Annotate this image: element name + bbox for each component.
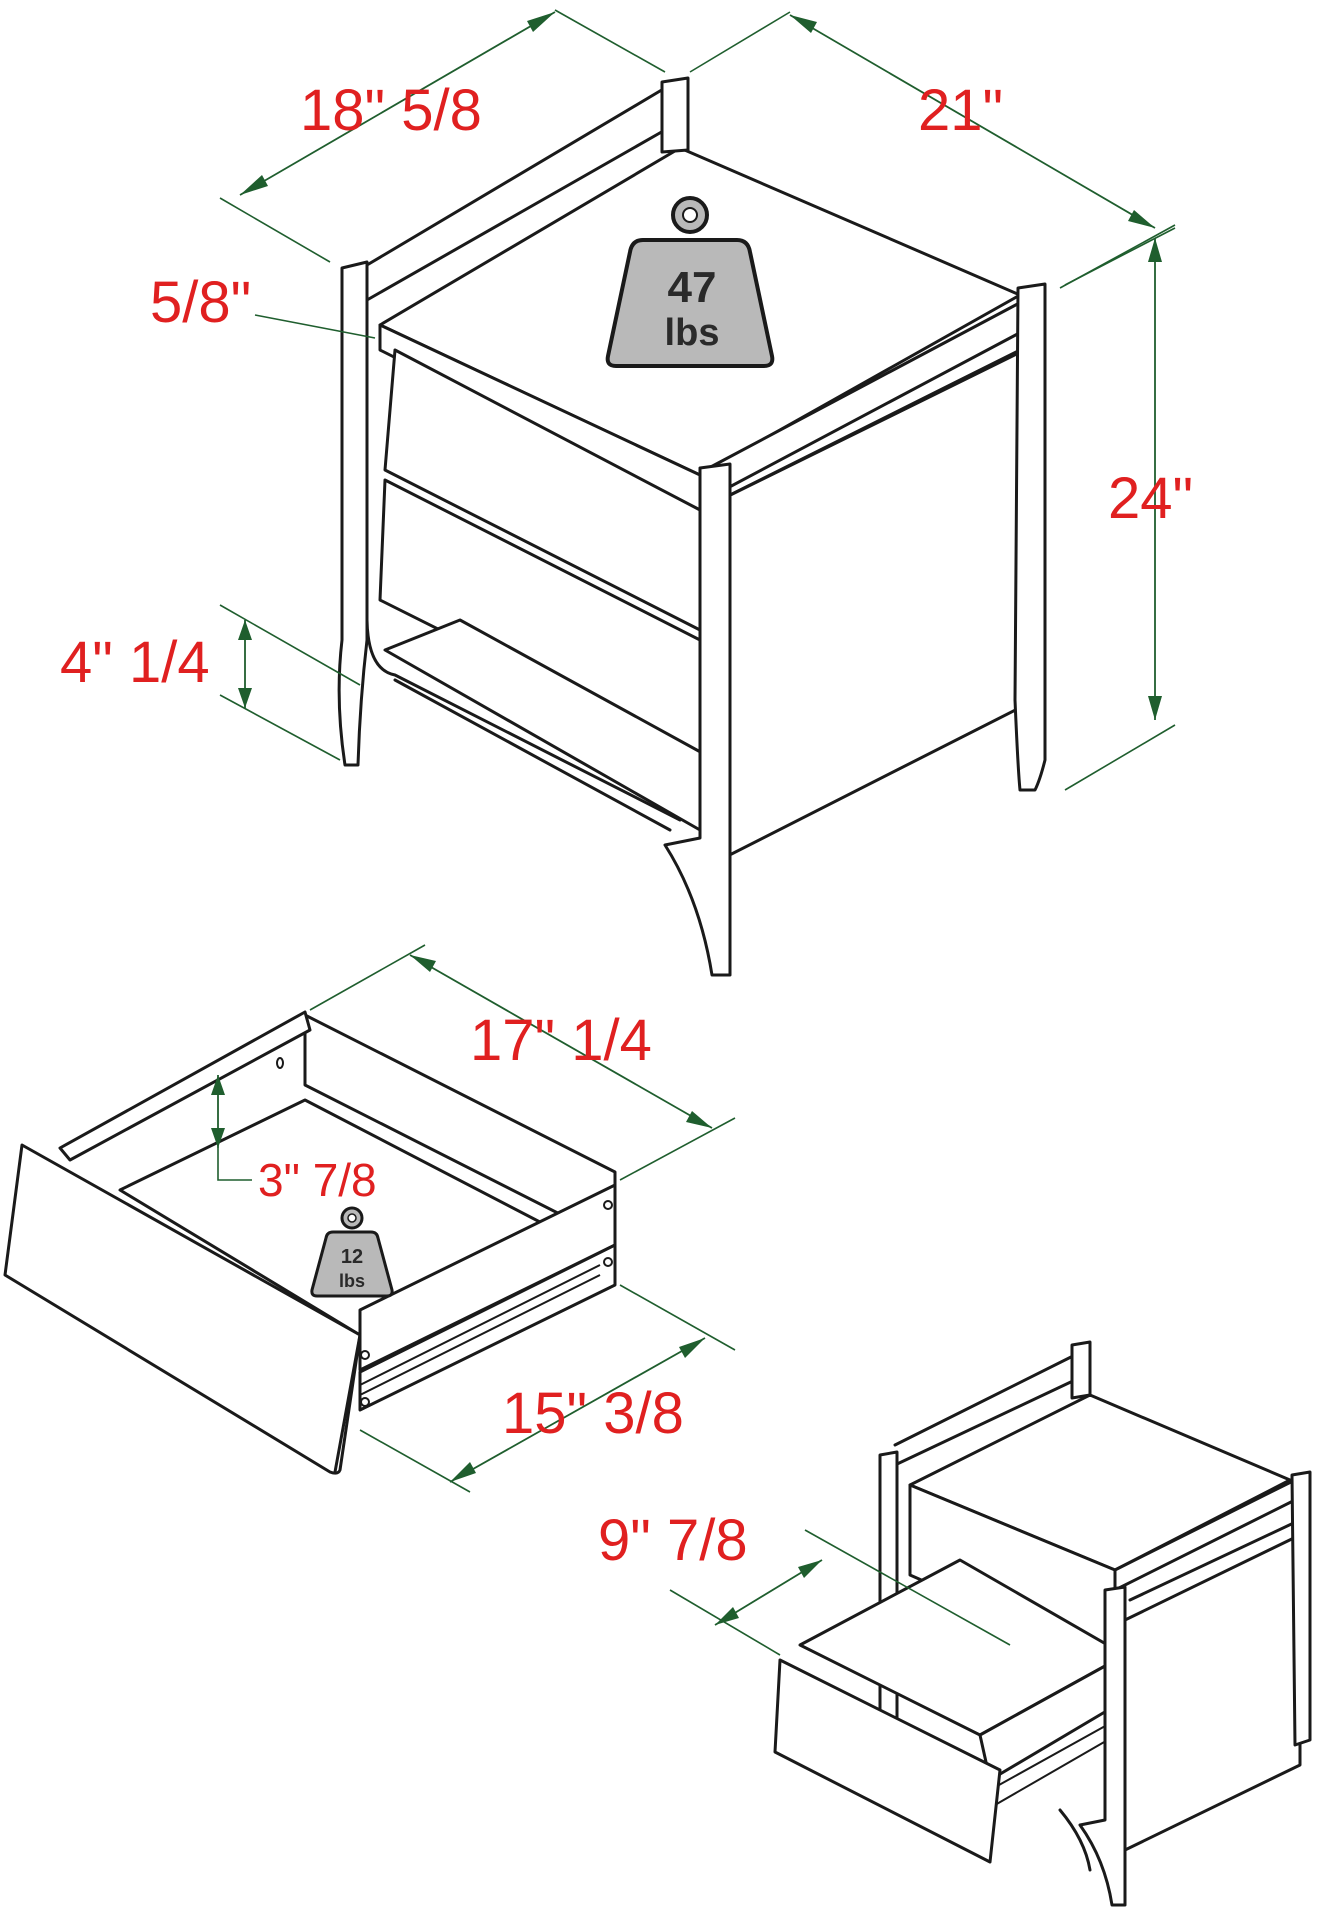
width-label: 21" [918,78,1003,143]
nightstand-open-drawer-drawing [773,1340,1312,1907]
drawer-weight-value: 12 [341,1246,363,1268]
drawer-depth-dimension-line [309,944,736,1181]
weight-icon: 47 lbs [605,196,775,368]
height-dimension-line [1064,227,1176,791]
height-label: 24" [1108,466,1193,531]
drawer-drawing [3,1010,617,1475]
drawer-weight-unit: lbs [339,1271,365,1291]
leg-height-dimension-line [219,604,361,761]
top-thickness-label: 5/8" [150,270,251,335]
drawer-extension-label: 9" 7/8 [598,1508,748,1573]
drawer-height-dimension-line [211,1075,252,1181]
table-weight-value: 47 [668,263,717,312]
drawer-height-label: 3" 7/8 [258,1154,377,1206]
drawer-width-label: 15" 3/8 [502,1381,684,1446]
table-weight-unit: lbs [665,312,720,354]
leg-height-label: 4" 1/4 [60,630,210,695]
drawer-width-dimension-line [359,1284,736,1493]
depth-label: 18" 5/8 [300,78,482,143]
drawer-extension-dimension-line [669,1529,1011,1656]
nightstand-main-drawing [337,76,1047,977]
weight-icon: 12 lbs [310,1206,394,1298]
top-thickness-leader [254,314,376,339]
drawer-depth-label: 17" 1/4 [470,1008,652,1073]
depth-dimension-line [219,9,666,263]
